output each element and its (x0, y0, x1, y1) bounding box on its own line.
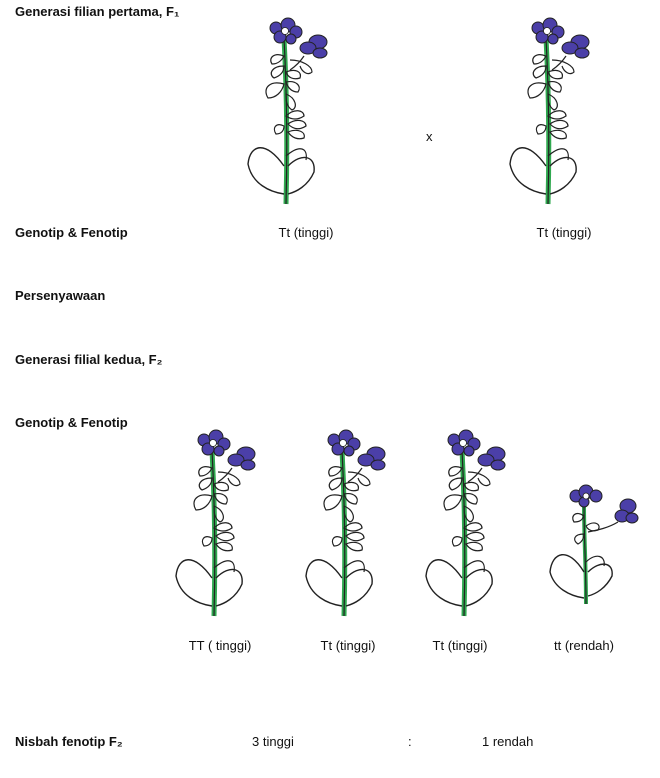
cross-symbol: x (426, 129, 433, 144)
f2-offspring-3-plant-icon (424, 428, 524, 618)
f2-offspring-2-genotype: Tt (tinggi) (320, 638, 376, 653)
f2-offspring-2-plant-icon (304, 428, 404, 618)
f2-offspring-1-genotype: TT ( tinggi) (188, 638, 252, 653)
f1-parent-2-genotype: Tt (tinggi) (536, 225, 592, 240)
f1-title: Generasi filian pertama, F₁ (15, 4, 180, 19)
f1-parent-1-genotype: Tt (tinggi) (278, 225, 334, 240)
f2-offspring-3-genotype: Tt (tinggi) (432, 638, 488, 653)
f2-title: Generasi filial kedua, F₂ (15, 352, 163, 367)
f2-offspring-1-plant-icon (174, 428, 274, 618)
ratio-separator: : (408, 734, 412, 749)
genotype-label-f1: Genotip & Fenotip (15, 225, 128, 240)
genotype-label-f2: Genotip & Fenotip (15, 415, 128, 430)
f1-parent-1-plant-icon (246, 16, 346, 206)
f2-offspring-4-plant-icon (546, 476, 646, 606)
ratio-short: 1 rendah (482, 734, 534, 749)
f2-offspring-4-genotype: tt (rendah) (554, 638, 614, 653)
f1-parent-2-plant-icon (508, 16, 608, 206)
mating-label: Persenyawaan (15, 288, 106, 303)
ratio-tall: 3 tinggi (252, 734, 294, 749)
ratio-label: Nisbah fenotip F₂ (15, 734, 123, 749)
